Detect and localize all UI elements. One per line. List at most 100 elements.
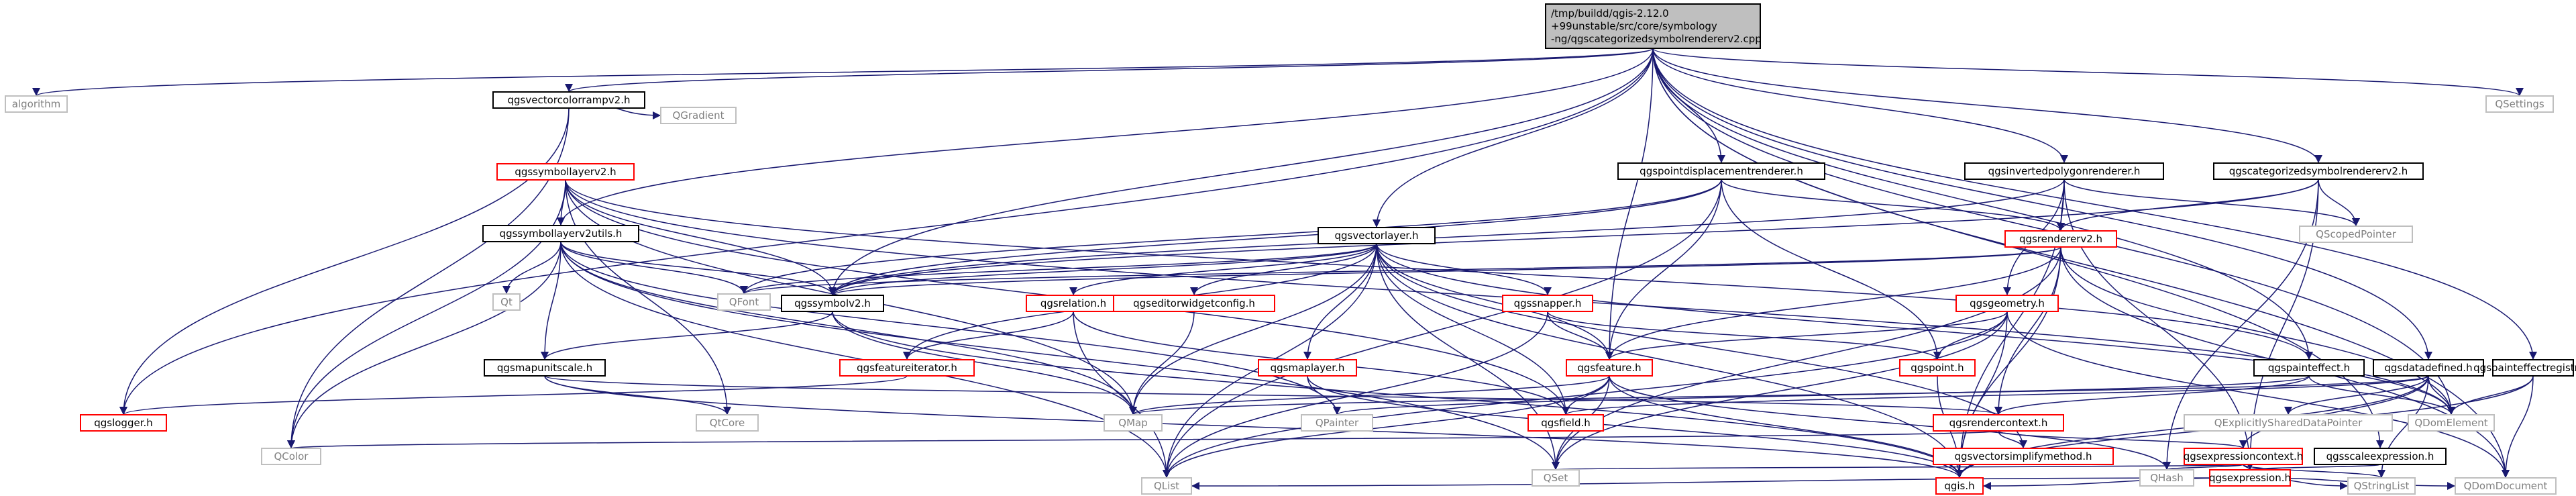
edge-qgsvectorlayer-to-qdomelement bbox=[1376, 243, 2455, 415]
node-qpainter: QPainter bbox=[1301, 414, 1373, 432]
edge-qgsvectorlayer-to-qfont bbox=[740, 243, 1377, 295]
edge-root-to-qgspainteffect bbox=[1652, 48, 2313, 360]
node-qdomdocument: QDomDocument bbox=[2455, 477, 2557, 495]
node-qgsfeature[interactable]: qgsfeature.h bbox=[1566, 359, 1653, 377]
edge-qgspointdisplacementrenderer-to-qgsrendererv2 bbox=[1721, 179, 2065, 232]
edge-qgsvectorlayer-to-qmap bbox=[1129, 243, 1377, 415]
edge-qgsdatadefined-to-qgsexpressioncontext bbox=[2239, 375, 2429, 449]
node-box bbox=[696, 414, 759, 432]
edge-root-to-qgscategorizedsymbolrendererv2 bbox=[1652, 48, 2322, 164]
node-qgsscaleexpression[interactable]: qgsscaleexpression.h bbox=[2314, 448, 2447, 465]
node-label: qgsinvertedpolygonrenderer.h bbox=[1988, 165, 2141, 177]
edge-qgsfeature-to-qmap bbox=[1129, 375, 1610, 415]
node-label: qgsfeature.h bbox=[1577, 362, 1641, 374]
edge-qgscategorizedsymbolrendererv2-to-qgssymbolv2 bbox=[828, 179, 2319, 296]
node-qgsexpressioncontext[interactable]: qgsexpressioncontext.h bbox=[2184, 448, 2304, 465]
edge-qgsexpressioncontext-to-qhash bbox=[2163, 461, 2244, 470]
node-label: QDomDocument bbox=[2464, 480, 2548, 492]
node-qgseditorwidgetconfig[interactable]: qgseditorwidgetconfig.h bbox=[1113, 295, 1275, 312]
node-qgsdatadefined[interactable]: qgsdatadefined.h bbox=[2373, 359, 2484, 377]
node-label: QtCore bbox=[710, 417, 745, 429]
edge-qgsgeometry-to-qlist bbox=[1163, 311, 2008, 479]
node-qgsrelation[interactable]: qgsrelation.h bbox=[1026, 295, 1121, 312]
node-qgsvectorlayer[interactable]: qgsvectorlayer.h bbox=[1318, 227, 1436, 244]
node-label: qgsscaleexpression.h bbox=[2326, 450, 2434, 462]
node-qgsvectorcolorrampv2[interactable]: qgsvectorcolorrampv2.h bbox=[492, 91, 645, 109]
node-qgspoint[interactable]: qgspoint.h bbox=[1899, 359, 1976, 377]
node-qsettings: QSettings bbox=[2485, 95, 2554, 113]
edge-qgssymbollayerv2utils-to-qfont bbox=[560, 241, 748, 295]
node-qgspainteffect[interactable]: qgspainteffect.h bbox=[2253, 359, 2365, 377]
edge-qgsrendercontext-to-qcolor bbox=[288, 430, 1999, 449]
edge-qgsrendererv2-to-qgsfeature bbox=[1605, 246, 2061, 360]
root-line-3: -ng/qgscategorizedsymbolrendererv2.cpp bbox=[1551, 33, 1762, 45]
node-label: qgsexpressioncontext.h bbox=[2184, 450, 2304, 462]
node-qgsmaplayer[interactable]: qgsmaplayer.h bbox=[1258, 359, 1357, 377]
node-label: qgis.h bbox=[1944, 480, 1974, 492]
node-qdomelement: QDomElement bbox=[2408, 414, 2495, 432]
edge-qgspointdisplacementrenderer-to-qgssymbolv2 bbox=[828, 179, 1722, 296]
node-box bbox=[1527, 414, 1604, 432]
edge-qgsmapunitscale-to-qcore bbox=[544, 375, 731, 415]
edge-qgsgeometry-to-qgsfeature bbox=[1605, 311, 2008, 360]
node-qgsinvertedpolygonrenderer[interactable]: qgsinvertedpolygonrenderer.h bbox=[1964, 162, 2164, 180]
edge-qgssymbollayerv2utils-to-qmap bbox=[560, 241, 1137, 415]
edge-qgsvectorlayer-to-qgsvectorsimplifymethod bbox=[1376, 243, 2027, 449]
node-box bbox=[1566, 359, 1653, 377]
node-label: qgssymbollayerv2utils.h bbox=[500, 228, 623, 240]
node-box bbox=[2139, 469, 2194, 487]
node-box bbox=[261, 448, 321, 465]
node-qhash: QHash bbox=[2139, 469, 2194, 487]
edge-qgssymbolv2-to-qmap bbox=[832, 311, 1137, 415]
node-box bbox=[1532, 469, 1580, 487]
node-root-file[interactable]: /tmp/buildd/qgis-2.12.0 +99unstable/src/… bbox=[1545, 3, 1762, 49]
node-box bbox=[484, 359, 606, 377]
node-qgsfield[interactable]: qgsfield.h bbox=[1527, 414, 1604, 432]
node-label: QExplicitlySharedDataPointer bbox=[2214, 417, 2363, 429]
node-box bbox=[80, 414, 167, 432]
node-qgsvectorsimplifymethod[interactable]: qgsvectorsimplifymethod.h bbox=[1933, 448, 2114, 465]
edge-root-to-qgsvectorlayer bbox=[1373, 48, 1654, 228]
node-box bbox=[1258, 359, 1357, 377]
node-box bbox=[2485, 95, 2554, 113]
node-qgslogger[interactable]: qgslogger.h bbox=[80, 414, 167, 432]
node-qgssymbollayerv2[interactable]: qgssymbollayerv2.h bbox=[496, 163, 635, 181]
edge-qgsdatadefined-to-qexplicitlyshareddatapointer bbox=[2284, 375, 2429, 415]
edge-qgsvectorlayer-to-qgsfeature bbox=[1376, 243, 1613, 360]
node-qgssymbolv2[interactable]: qgssymbolv2.h bbox=[781, 295, 884, 312]
edge-qgssymbollayerv2-to-qgssymbolv2 bbox=[565, 179, 837, 296]
node-qgspainteffectregistry[interactable]: qgspainteffectregistry.h bbox=[2473, 359, 2576, 377]
edge-qgspointdisplacementrenderer-to-qgsfeature bbox=[1605, 179, 1722, 360]
node-label: qgspainteffect.h bbox=[2268, 362, 2350, 374]
node-qgsfeatureiterator[interactable]: qgsfeatureiterator.h bbox=[839, 359, 975, 377]
node-qgsgeometry[interactable]: qgsgeometry.h bbox=[1955, 295, 2059, 312]
node-qgsexpression[interactable]: qgsexpression.h bbox=[2209, 469, 2291, 487]
node-label: QHash bbox=[2150, 472, 2184, 484]
node-box bbox=[2314, 448, 2447, 465]
edge-qgssymbollayerv2-to-qcore bbox=[565, 179, 731, 415]
node-label: qgsexpression.h bbox=[2209, 472, 2291, 484]
edge-qgsmapunitscale-to-qgis bbox=[544, 375, 1964, 479]
edge-qgsvectorlayer-to-qgssymbolv2 bbox=[828, 243, 1377, 296]
node-label: qgsrelation.h bbox=[1040, 297, 1106, 309]
node-qgsrendererv2[interactable]: qgsrendererv2.h bbox=[2004, 230, 2117, 248]
node-qgscategorizedsymbolrendererv2[interactable]: qgscategorizedsymbolrendererv2.h bbox=[2213, 162, 2424, 180]
edge-qgsfeature-to-qhash bbox=[1609, 375, 2171, 470]
node-qgssymbollayerv2utils[interactable]: qgssymbollayerv2utils.h bbox=[482, 225, 639, 242]
node-qgsrendercontext[interactable]: qgsrendercontext.h bbox=[1933, 414, 2064, 432]
node-label: qgslogger.h bbox=[94, 417, 153, 429]
edge-qgsvectorlayer-to-qgis bbox=[1376, 243, 1964, 479]
edge-root-to-qgssymbolv2 bbox=[828, 48, 1654, 296]
edge-qgssymbollayerv2utils-to-qcolor bbox=[287, 241, 561, 449]
node-box bbox=[1955, 295, 2059, 312]
edge-qgsmapunitscale-to-qgsrendercontext bbox=[544, 375, 2002, 415]
node-qgssnapper[interactable]: qgssnapper.h bbox=[1502, 295, 1593, 312]
edge-qgsscaleexpression-to-qgsexpression bbox=[2246, 461, 2381, 470]
node-qgis[interactable]: qgis.h bbox=[1935, 477, 1984, 495]
node-box bbox=[839, 359, 975, 377]
edge-qgssnapper-to-qlist bbox=[1163, 311, 1548, 479]
edge-qgsexpressioncontext-to-qset bbox=[1554, 460, 2244, 470]
edge-root-to-qgssymbollayerv2utils bbox=[557, 48, 1654, 226]
node-qgsmapunitscale[interactable]: qgsmapunitscale.h bbox=[484, 359, 606, 377]
node-qgspointdisplacementrenderer[interactable]: qgspointdisplacementrenderer.h bbox=[1617, 162, 1825, 180]
